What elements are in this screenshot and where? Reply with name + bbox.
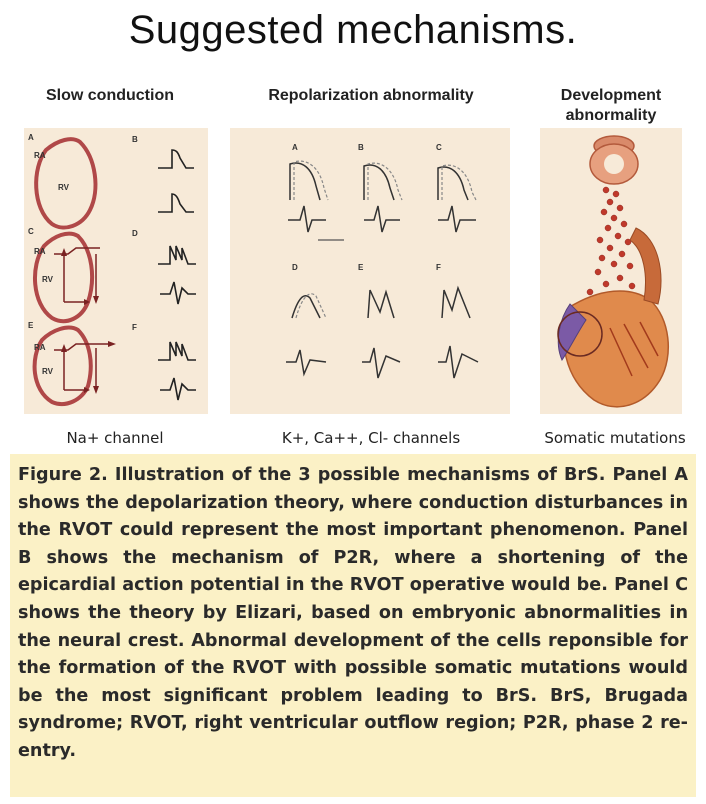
heart-label-ra: RA bbox=[34, 343, 46, 352]
heart-label-ra: RA bbox=[34, 247, 46, 256]
slow-conduction-illustration: A B C D E F RA RV RA RV RA RV bbox=[28, 133, 196, 406]
panel-letter-a: A bbox=[28, 133, 34, 142]
panel-letter-f: F bbox=[436, 263, 441, 272]
development-illustration bbox=[557, 135, 670, 408]
repolarization-illustration: A B C D E F bbox=[286, 143, 479, 379]
panel-letter-b: B bbox=[132, 135, 138, 144]
footer-na-channel: Na+ channel bbox=[66, 429, 164, 447]
heading-slow-conduction: Slow conduction bbox=[46, 87, 174, 104]
panel-letter-c: C bbox=[28, 227, 34, 236]
heart-label-ra: RA bbox=[34, 151, 46, 160]
panel-letter-e: E bbox=[358, 263, 364, 272]
panel-letter-e: E bbox=[28, 321, 34, 330]
heading-development: Development abnormality bbox=[560, 87, 662, 124]
panel-letter-d: D bbox=[132, 229, 138, 238]
heading-repolarization: Repolarization abnormality bbox=[268, 87, 474, 104]
heart-label-rv: RV bbox=[58, 183, 70, 192]
panel-letter-f: F bbox=[132, 323, 137, 332]
caption-background bbox=[10, 454, 696, 797]
panel-letter-c: C bbox=[436, 143, 442, 152]
heart-drawing bbox=[557, 227, 670, 408]
figure-title: Suggested mechanisms. bbox=[128, 8, 578, 52]
panel-letter-d: D bbox=[292, 263, 298, 272]
panel-slow-conduction: A B C D E F RA RV RA RV RA RV bbox=[24, 128, 208, 414]
neural-crest-tube bbox=[589, 135, 639, 185]
panel-letter-a: A bbox=[292, 143, 298, 152]
panel-repolarization: A B C D E F bbox=[230, 128, 510, 414]
figure-caption: Figure 2. Illustration of the 3 possible… bbox=[18, 465, 688, 761]
footer-somatic-mutations: Somatic mutations bbox=[544, 429, 686, 447]
heart-label-rv: RV bbox=[42, 367, 54, 376]
footer-ion-channels: K+, Ca++, Cl- channels bbox=[281, 429, 461, 447]
heart-label-rv: RV bbox=[42, 275, 54, 284]
panel-development bbox=[540, 128, 682, 414]
panel-letter-b: B bbox=[358, 143, 364, 152]
